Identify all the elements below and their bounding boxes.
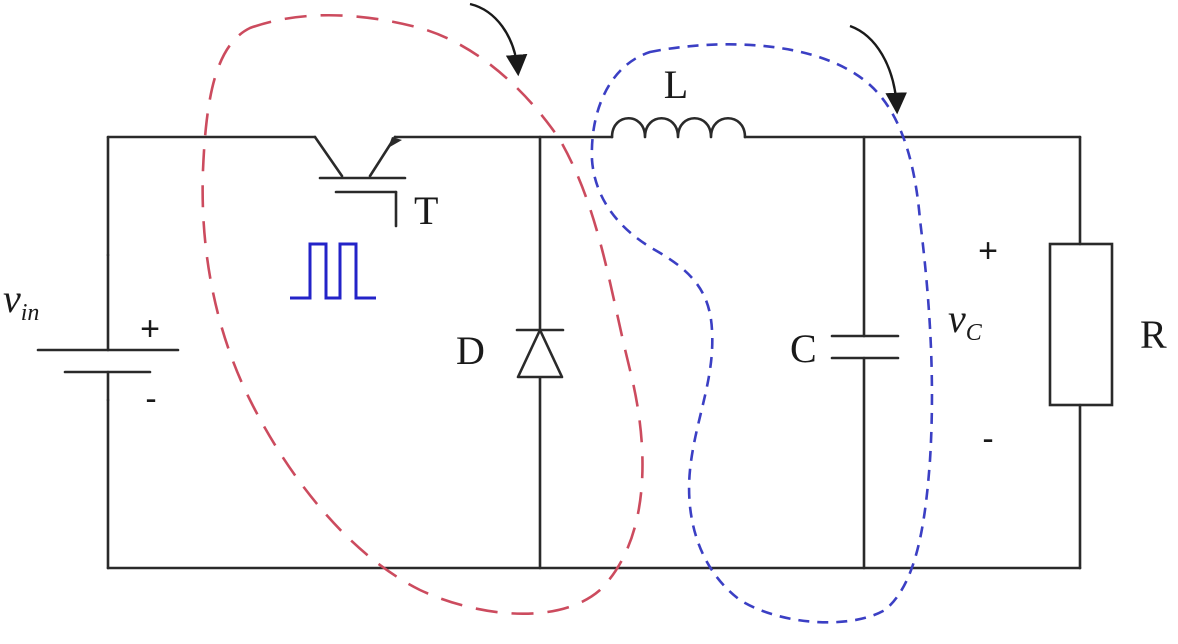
output-voltage: + vC -	[948, 232, 998, 458]
transistor-switch: T	[313, 135, 438, 233]
diode-label: D	[456, 328, 485, 373]
vin-minus-sign: -	[145, 380, 156, 418]
square-wave-pulse-icon	[290, 242, 376, 300]
vc-minus-sign: -	[982, 420, 993, 458]
resistor-label: R	[1140, 312, 1167, 357]
transistor-label: T	[414, 188, 438, 233]
inductor: L	[610, 62, 747, 139]
diode-triangle	[516, 328, 564, 379]
circuit-wiring	[106, 135, 1082, 570]
capacitor-label: C	[790, 326, 817, 371]
transistor-collector	[313, 135, 344, 178]
freewheel-diode: D	[456, 328, 565, 379]
resistor-body	[1048, 242, 1114, 407]
vc-label: vC	[948, 296, 983, 346]
input-source: + - vin	[3, 253, 180, 418]
inductor-coil	[610, 116, 747, 139]
vin-label: vin	[3, 276, 39, 326]
curved-arrow-icon	[849, 24, 908, 115]
curved-arrow-icon	[469, 2, 528, 77]
vin-plus-sign: +	[140, 310, 160, 348]
load-resistor: R	[1048, 242, 1167, 407]
inductor-label: L	[664, 62, 688, 107]
vc-plus-sign: +	[978, 232, 998, 270]
emitter-arrow-icon	[388, 137, 402, 148]
capacitor: C	[790, 326, 900, 371]
on-state-current-loop	[201, 13, 644, 615]
off-state-current-loop	[590, 43, 934, 624]
